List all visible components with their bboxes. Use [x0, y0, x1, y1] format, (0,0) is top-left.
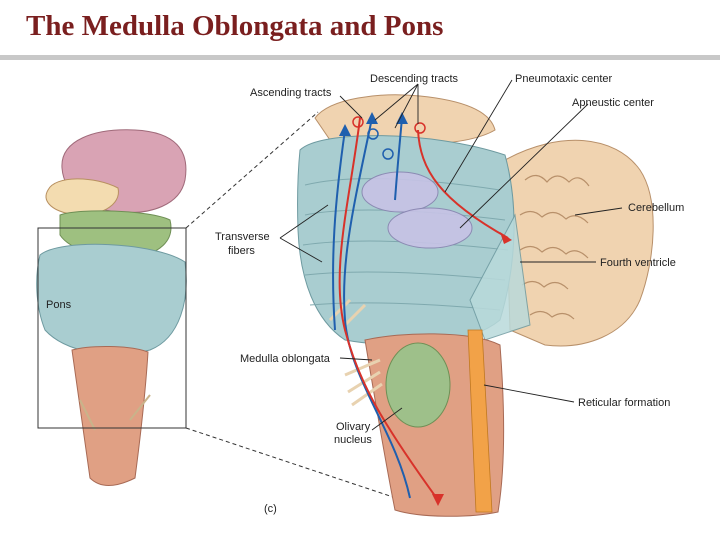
label-olivary-nucleus-line2: nucleus — [334, 434, 372, 446]
descending-tract-1 — [338, 117, 439, 501]
label-medulla-oblongata: Medulla oblongata — [240, 353, 331, 365]
brainstem-section — [297, 94, 654, 517]
label-fourth-ventricle: Fourth ventricle — [600, 257, 676, 269]
tract-cut-end-3 — [367, 128, 379, 140]
ascending-arrowhead-1 — [366, 112, 378, 124]
label-apneustic-center: Apneustic center — [572, 97, 654, 109]
tract-cut-end-1 — [352, 116, 364, 128]
apneustic-center — [387, 207, 473, 249]
cerebellum-folia — [519, 174, 590, 320]
pneumotaxic-center — [361, 171, 439, 213]
leader-lines — [279, 79, 623, 431]
slide-title: The Medulla Oblongata and Pons — [26, 10, 444, 42]
overview-highlight-box — [37, 227, 187, 429]
brainstem-overview — [36, 129, 187, 486]
brainstem-diagram: Ascending tracts Descending tracts Pneum… — [36, 73, 684, 517]
descending-arrowhead-1 — [432, 494, 444, 506]
zoom-line-top — [185, 111, 319, 229]
title-divider — [0, 55, 720, 60]
label-reticular-formation: Reticular formation — [578, 397, 670, 409]
reticular-formation-band — [467, 329, 493, 513]
label-pons: Pons — [46, 299, 72, 311]
cerebellum — [504, 139, 654, 347]
descending-arrowhead-2 — [500, 232, 512, 244]
descending-tract-2 — [417, 129, 509, 239]
label-ascending-tracts: Ascending tracts — [250, 87, 332, 99]
overview-nerve-2 — [129, 394, 151, 421]
label-cerebellum: Cerebellum — [628, 202, 684, 214]
ascending-tract-1 — [343, 117, 411, 499]
ascending-tract-2 — [332, 129, 346, 331]
label-transverse-fibers-line2: fibers — [228, 245, 255, 257]
overview-medulla — [71, 345, 149, 486]
zoom-line-bottom — [185, 427, 439, 513]
label-olivary-nucleus-line1: Olivary — [336, 421, 371, 433]
fourth-ventricle — [469, 213, 531, 341]
olivary-nucleus — [385, 342, 451, 428]
label-transverse-fibers-line1: Transverse — [215, 231, 270, 243]
overview-pons — [36, 243, 187, 355]
label-descending-tracts: Descending tracts — [370, 73, 459, 85]
label-pneumotaxic-center: Pneumotaxic center — [515, 73, 613, 85]
tract-cut-end-4 — [382, 148, 394, 160]
figure-panel-label: (c) — [264, 503, 277, 515]
ascending-tract-3 — [394, 117, 403, 201]
ascending-arrowhead-2 — [339, 124, 351, 136]
tract-cut-end-2 — [414, 122, 426, 134]
overview-cut-surface — [45, 178, 119, 216]
overview-nerve-1 — [79, 399, 96, 431]
